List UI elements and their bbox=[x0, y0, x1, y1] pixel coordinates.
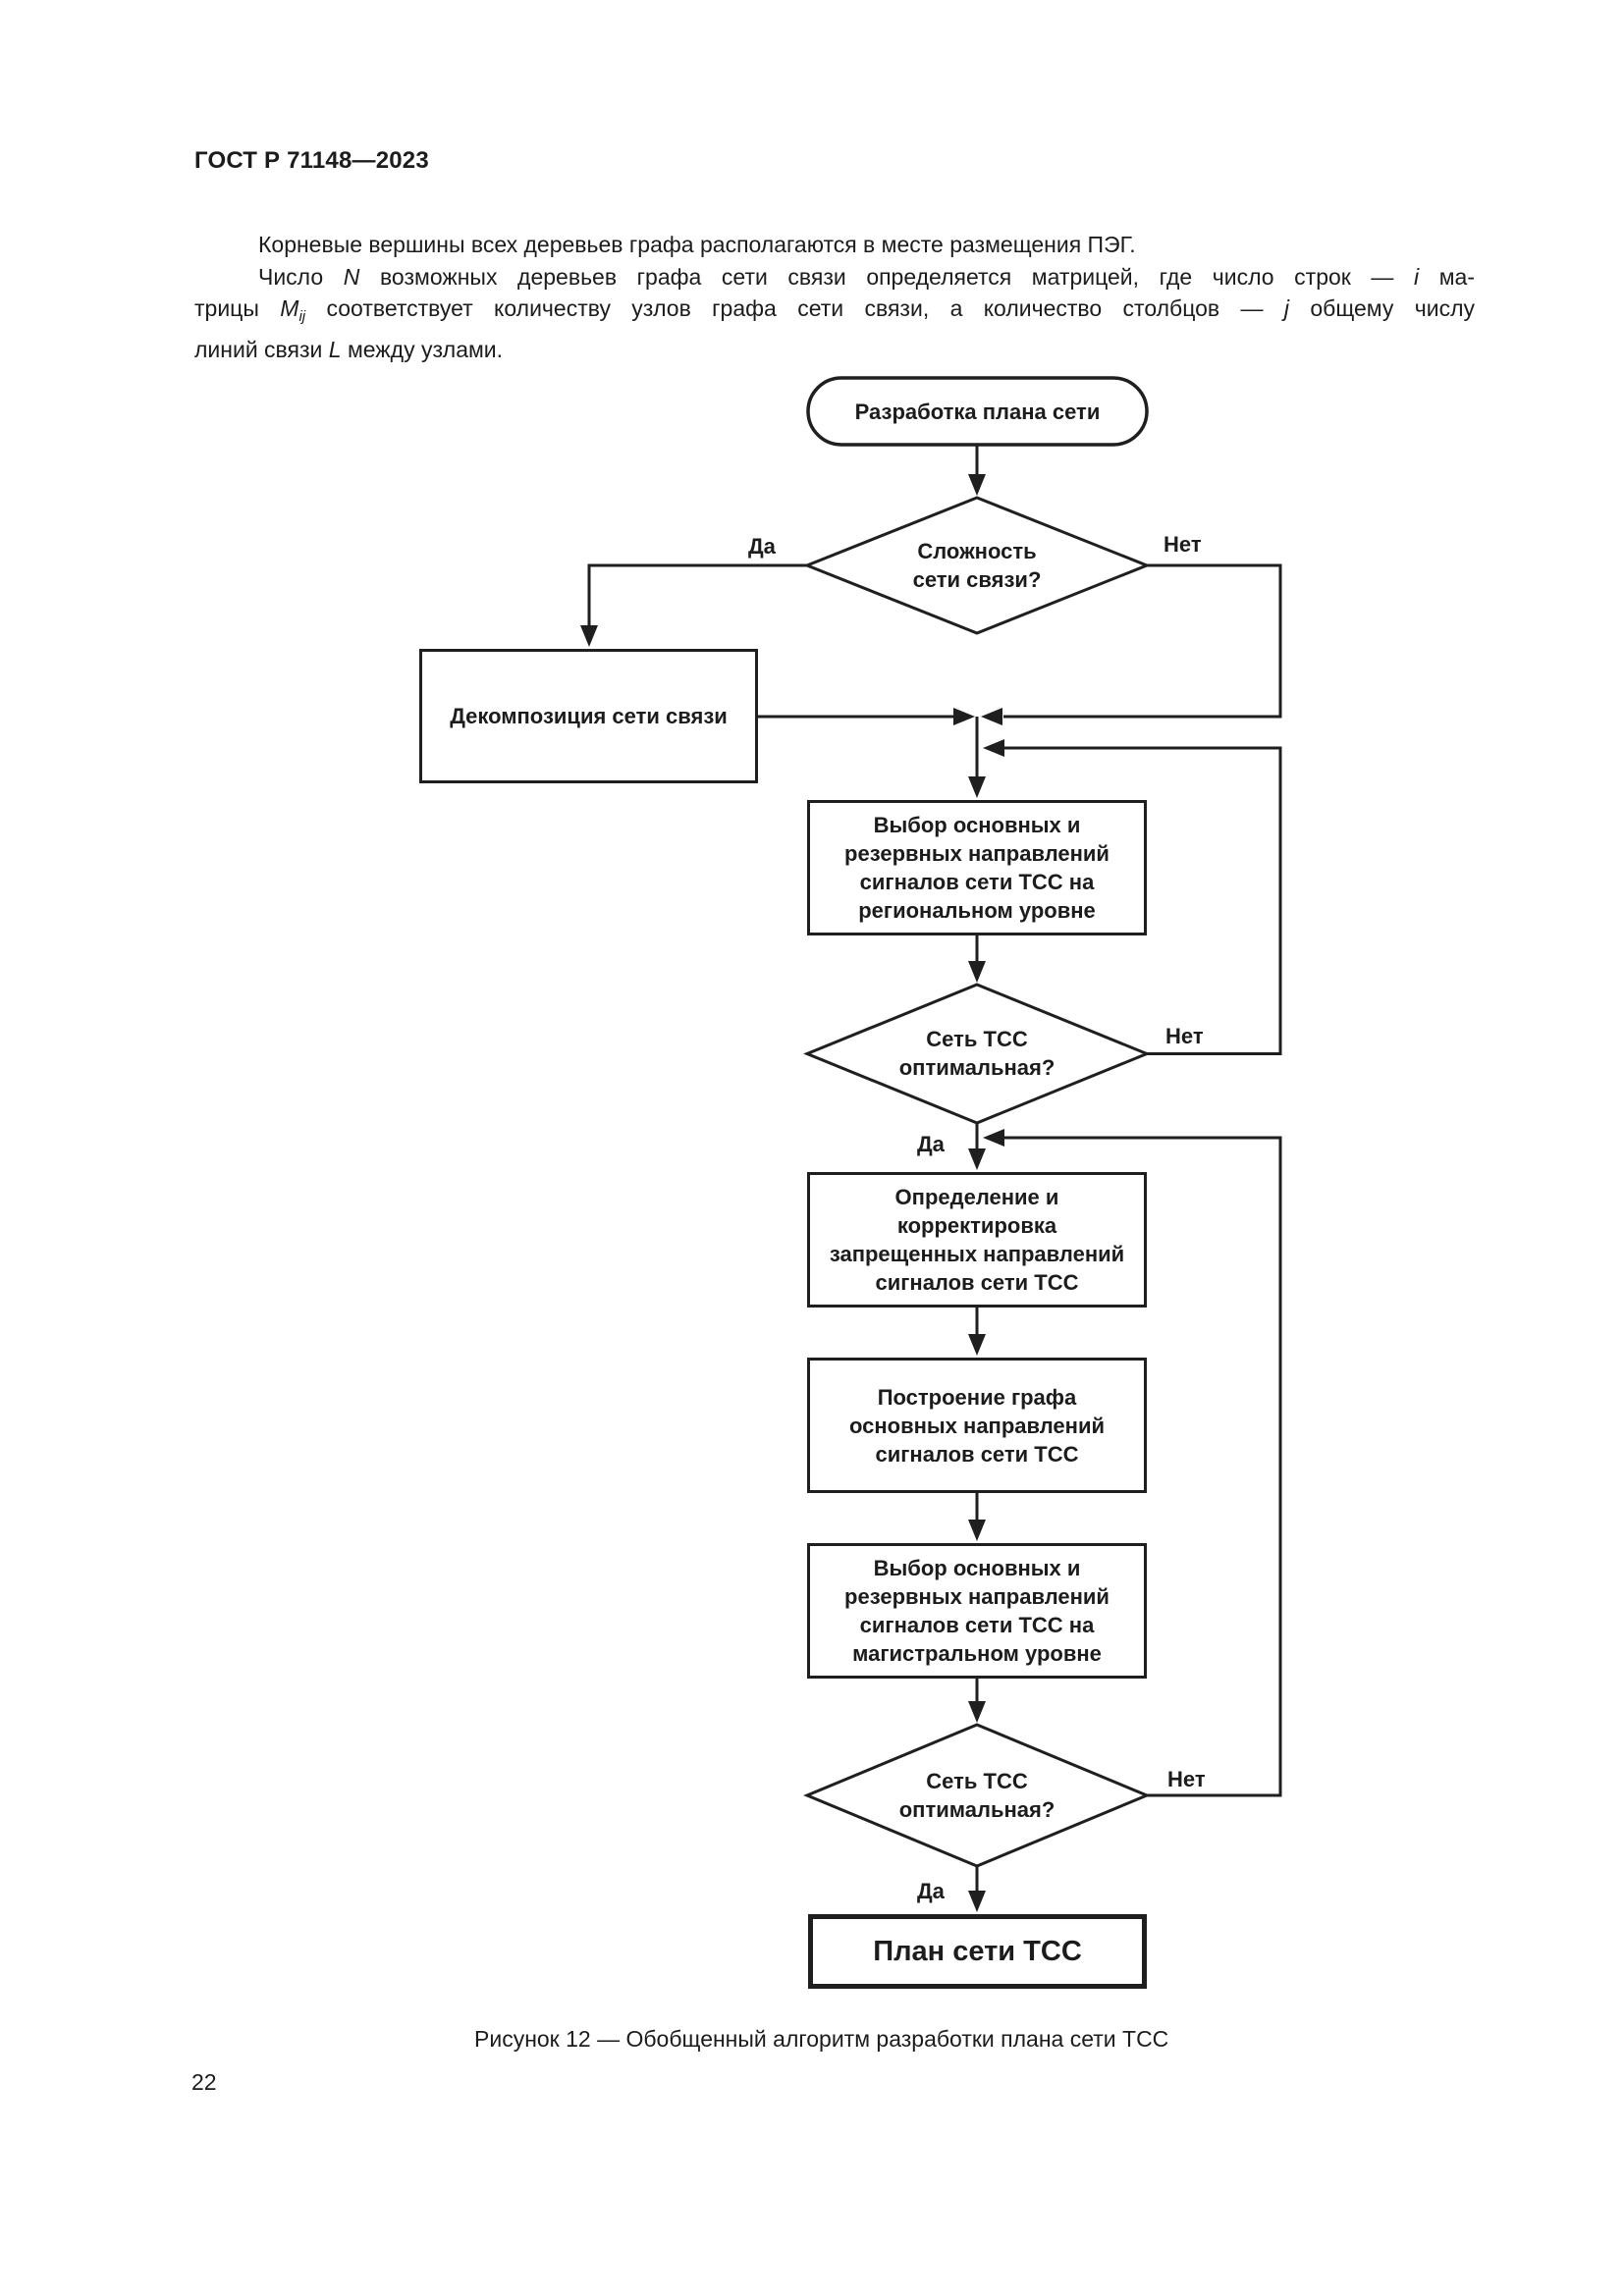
arrowhead-left-icon bbox=[983, 1129, 1004, 1147]
label-no-1: Нет bbox=[1164, 532, 1202, 557]
decision-complexity: Сложность сети связи? bbox=[912, 539, 1042, 592]
var-L: L bbox=[328, 336, 342, 362]
start-terminator: Разработка плана сети bbox=[854, 399, 1101, 424]
process-graph-construction: Построение графа основных направлений си… bbox=[807, 1358, 1147, 1493]
arrowhead-down-icon bbox=[968, 776, 986, 798]
var-M-subscript: ij bbox=[298, 308, 306, 325]
arrowhead-down-icon bbox=[968, 474, 986, 496]
arrowhead-down-icon bbox=[968, 1891, 986, 1912]
arrowhead-left-icon bbox=[983, 739, 1004, 757]
arrowhead-left-icon bbox=[981, 708, 1002, 725]
connector-yes1-to-decomposition bbox=[587, 563, 807, 627]
arrowhead-down-icon bbox=[968, 1334, 986, 1356]
label-yes-1: Да bbox=[748, 534, 776, 559]
process-decomposition: Декомпозиция сети связи bbox=[419, 649, 758, 783]
arrowhead-down-icon bbox=[968, 961, 986, 983]
arrowhead-down-icon bbox=[968, 1148, 986, 1170]
intro-line-3: трицы Mij соответствует количеству узлов… bbox=[194, 295, 1476, 325]
page-number: 22 bbox=[191, 2069, 217, 2095]
label-yes-3: Да bbox=[917, 1879, 945, 1903]
intro-line-2: Число N возможных деревьев графа сети св… bbox=[258, 263, 1475, 290]
decision-optimal-2: Сеть ТСС оптимальная? bbox=[898, 1769, 1056, 1822]
end-terminator: План сети ТСС bbox=[808, 1914, 1147, 1989]
process-backbone-directions: Выбор основных и резервных направлений с… bbox=[807, 1543, 1147, 1679]
label-no-3: Нет bbox=[1167, 1767, 1206, 1791]
var-i: i bbox=[1414, 263, 1420, 290]
var-j: j bbox=[1283, 295, 1290, 321]
intro-line-4: линий связи L между узлами. bbox=[194, 336, 504, 362]
decision-optimal-1: Сеть ТСС оптимальная? bbox=[898, 1027, 1056, 1080]
decision-complexity-shape bbox=[802, 496, 1152, 635]
figure-caption: Рисунок 12 — Обобщенный алгоритм разрабо… bbox=[474, 2026, 1169, 2052]
connector-no2-feedback bbox=[1003, 746, 1282, 1055]
connector-no3-feedback bbox=[1003, 1136, 1282, 1797]
arrowhead-right-icon bbox=[953, 708, 975, 725]
var-M: M bbox=[280, 295, 299, 321]
arrowhead-down-icon bbox=[580, 625, 598, 647]
var-N: N bbox=[343, 263, 360, 290]
intro-line-1: Корневые вершины всех деревьев графа рас… bbox=[258, 232, 1136, 257]
intro-paragraphs: Корневые вершины всех деревьев графа рас… bbox=[194, 229, 1475, 365]
label-yes-2: Да bbox=[917, 1132, 945, 1156]
label-no-2: Нет bbox=[1165, 1024, 1204, 1048]
page-header-title: ГОСТ Р 71148—2023 bbox=[194, 147, 429, 174]
process-regional-directions: Выбор основных и резервных направлений с… bbox=[807, 800, 1147, 935]
arrowhead-down-icon bbox=[968, 1520, 986, 1541]
connector-no1-feedback bbox=[1003, 563, 1282, 719]
arrowhead-down-icon bbox=[968, 1701, 986, 1723]
process-forbidden-directions: Определение и корректировка запрещенных … bbox=[807, 1172, 1147, 1308]
